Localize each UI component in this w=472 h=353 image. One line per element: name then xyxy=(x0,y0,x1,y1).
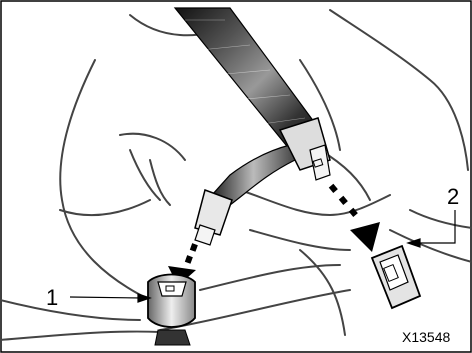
tongue-plate-lower xyxy=(195,190,232,245)
callout-leader-1 xyxy=(70,294,150,302)
callout-label-1: 1 xyxy=(46,287,58,309)
buckle-1 xyxy=(148,275,195,346)
lap-strap xyxy=(212,145,295,205)
buckle-2 xyxy=(372,246,420,308)
callout-label-2: 2 xyxy=(447,186,459,208)
arrow-right xyxy=(329,184,380,252)
figure-code: X13548 xyxy=(402,330,450,344)
callout-leader-2 xyxy=(408,210,455,247)
